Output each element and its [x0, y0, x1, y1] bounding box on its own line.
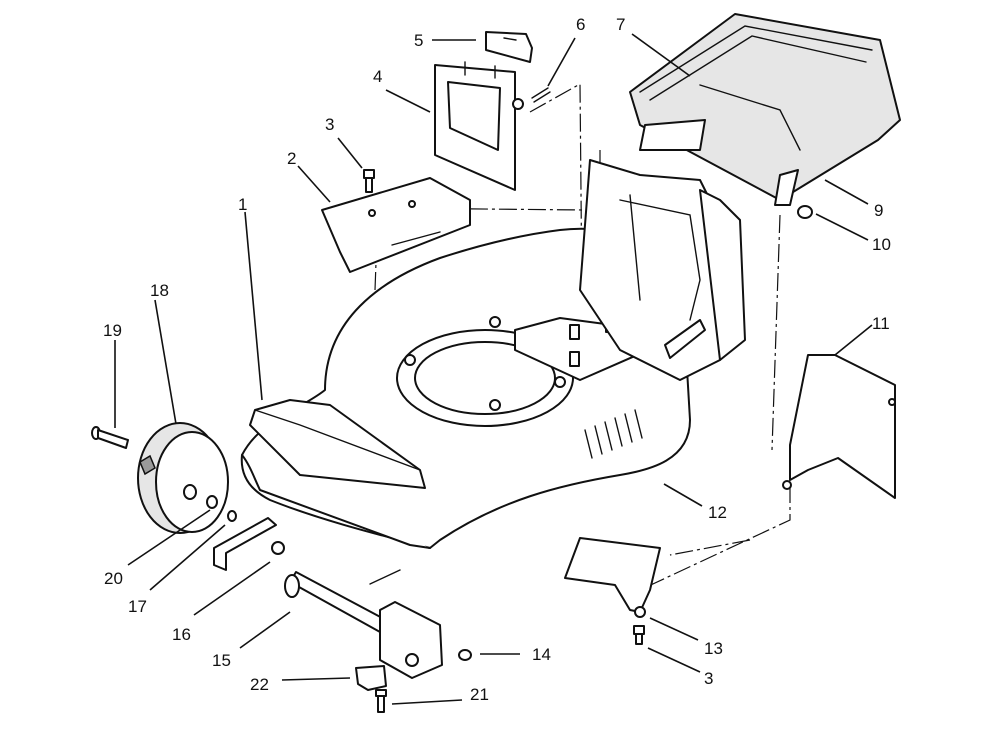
wheel: [137, 422, 229, 534]
callout-10: 10: [872, 235, 891, 254]
deck-vents: [584, 409, 643, 459]
callout-12: 12: [708, 503, 727, 522]
callout-3-lower: 3: [704, 669, 713, 688]
callout-6: 6: [576, 15, 585, 34]
mower-deck: [240, 159, 746, 549]
callout-14: 14: [532, 645, 551, 664]
clip-part: [485, 31, 533, 63]
callout-17: 17: [128, 597, 147, 616]
adjust-bracket: [213, 517, 443, 679]
callout-18: 18: [150, 281, 169, 300]
screw-lower: [633, 625, 645, 645]
clip-22: [355, 665, 387, 691]
callout-21: 21: [470, 685, 489, 704]
nut-14: [458, 649, 472, 661]
callout-16: 16: [172, 625, 191, 644]
callout-11: 11: [872, 314, 890, 333]
callout-2: 2: [287, 149, 296, 168]
screw-upper: [363, 169, 375, 193]
callout-4: 4: [373, 67, 382, 86]
callout-19: 19: [103, 321, 122, 340]
discharge-chute-frame: [434, 61, 524, 191]
nut-10: [797, 205, 813, 219]
grass-catcher-cover: [629, 13, 901, 206]
callout-1: 1: [238, 195, 247, 214]
leader-lines: [114, 33, 873, 705]
callout-labels: 1 2 3 4 5 6 7 9 10 11 12 13 3 14 15 16 1…: [103, 15, 891, 704]
side-shield: [782, 354, 896, 499]
callout-20: 20: [104, 569, 123, 588]
callout-5: 5: [414, 31, 423, 50]
callout-9: 9: [874, 201, 883, 220]
callout-13: 13: [704, 639, 723, 658]
callout-15: 15: [212, 651, 231, 670]
callout-3-upper: 3: [325, 115, 334, 134]
callout-22: 22: [250, 675, 269, 694]
washers: [206, 495, 237, 522]
lower-bracket: [564, 537, 661, 618]
screw-21: [375, 689, 387, 713]
deflector-plate: [321, 177, 471, 273]
spring-part: [531, 87, 551, 103]
callout-7: 7: [616, 15, 625, 34]
wheel-bolt: [91, 426, 129, 449]
